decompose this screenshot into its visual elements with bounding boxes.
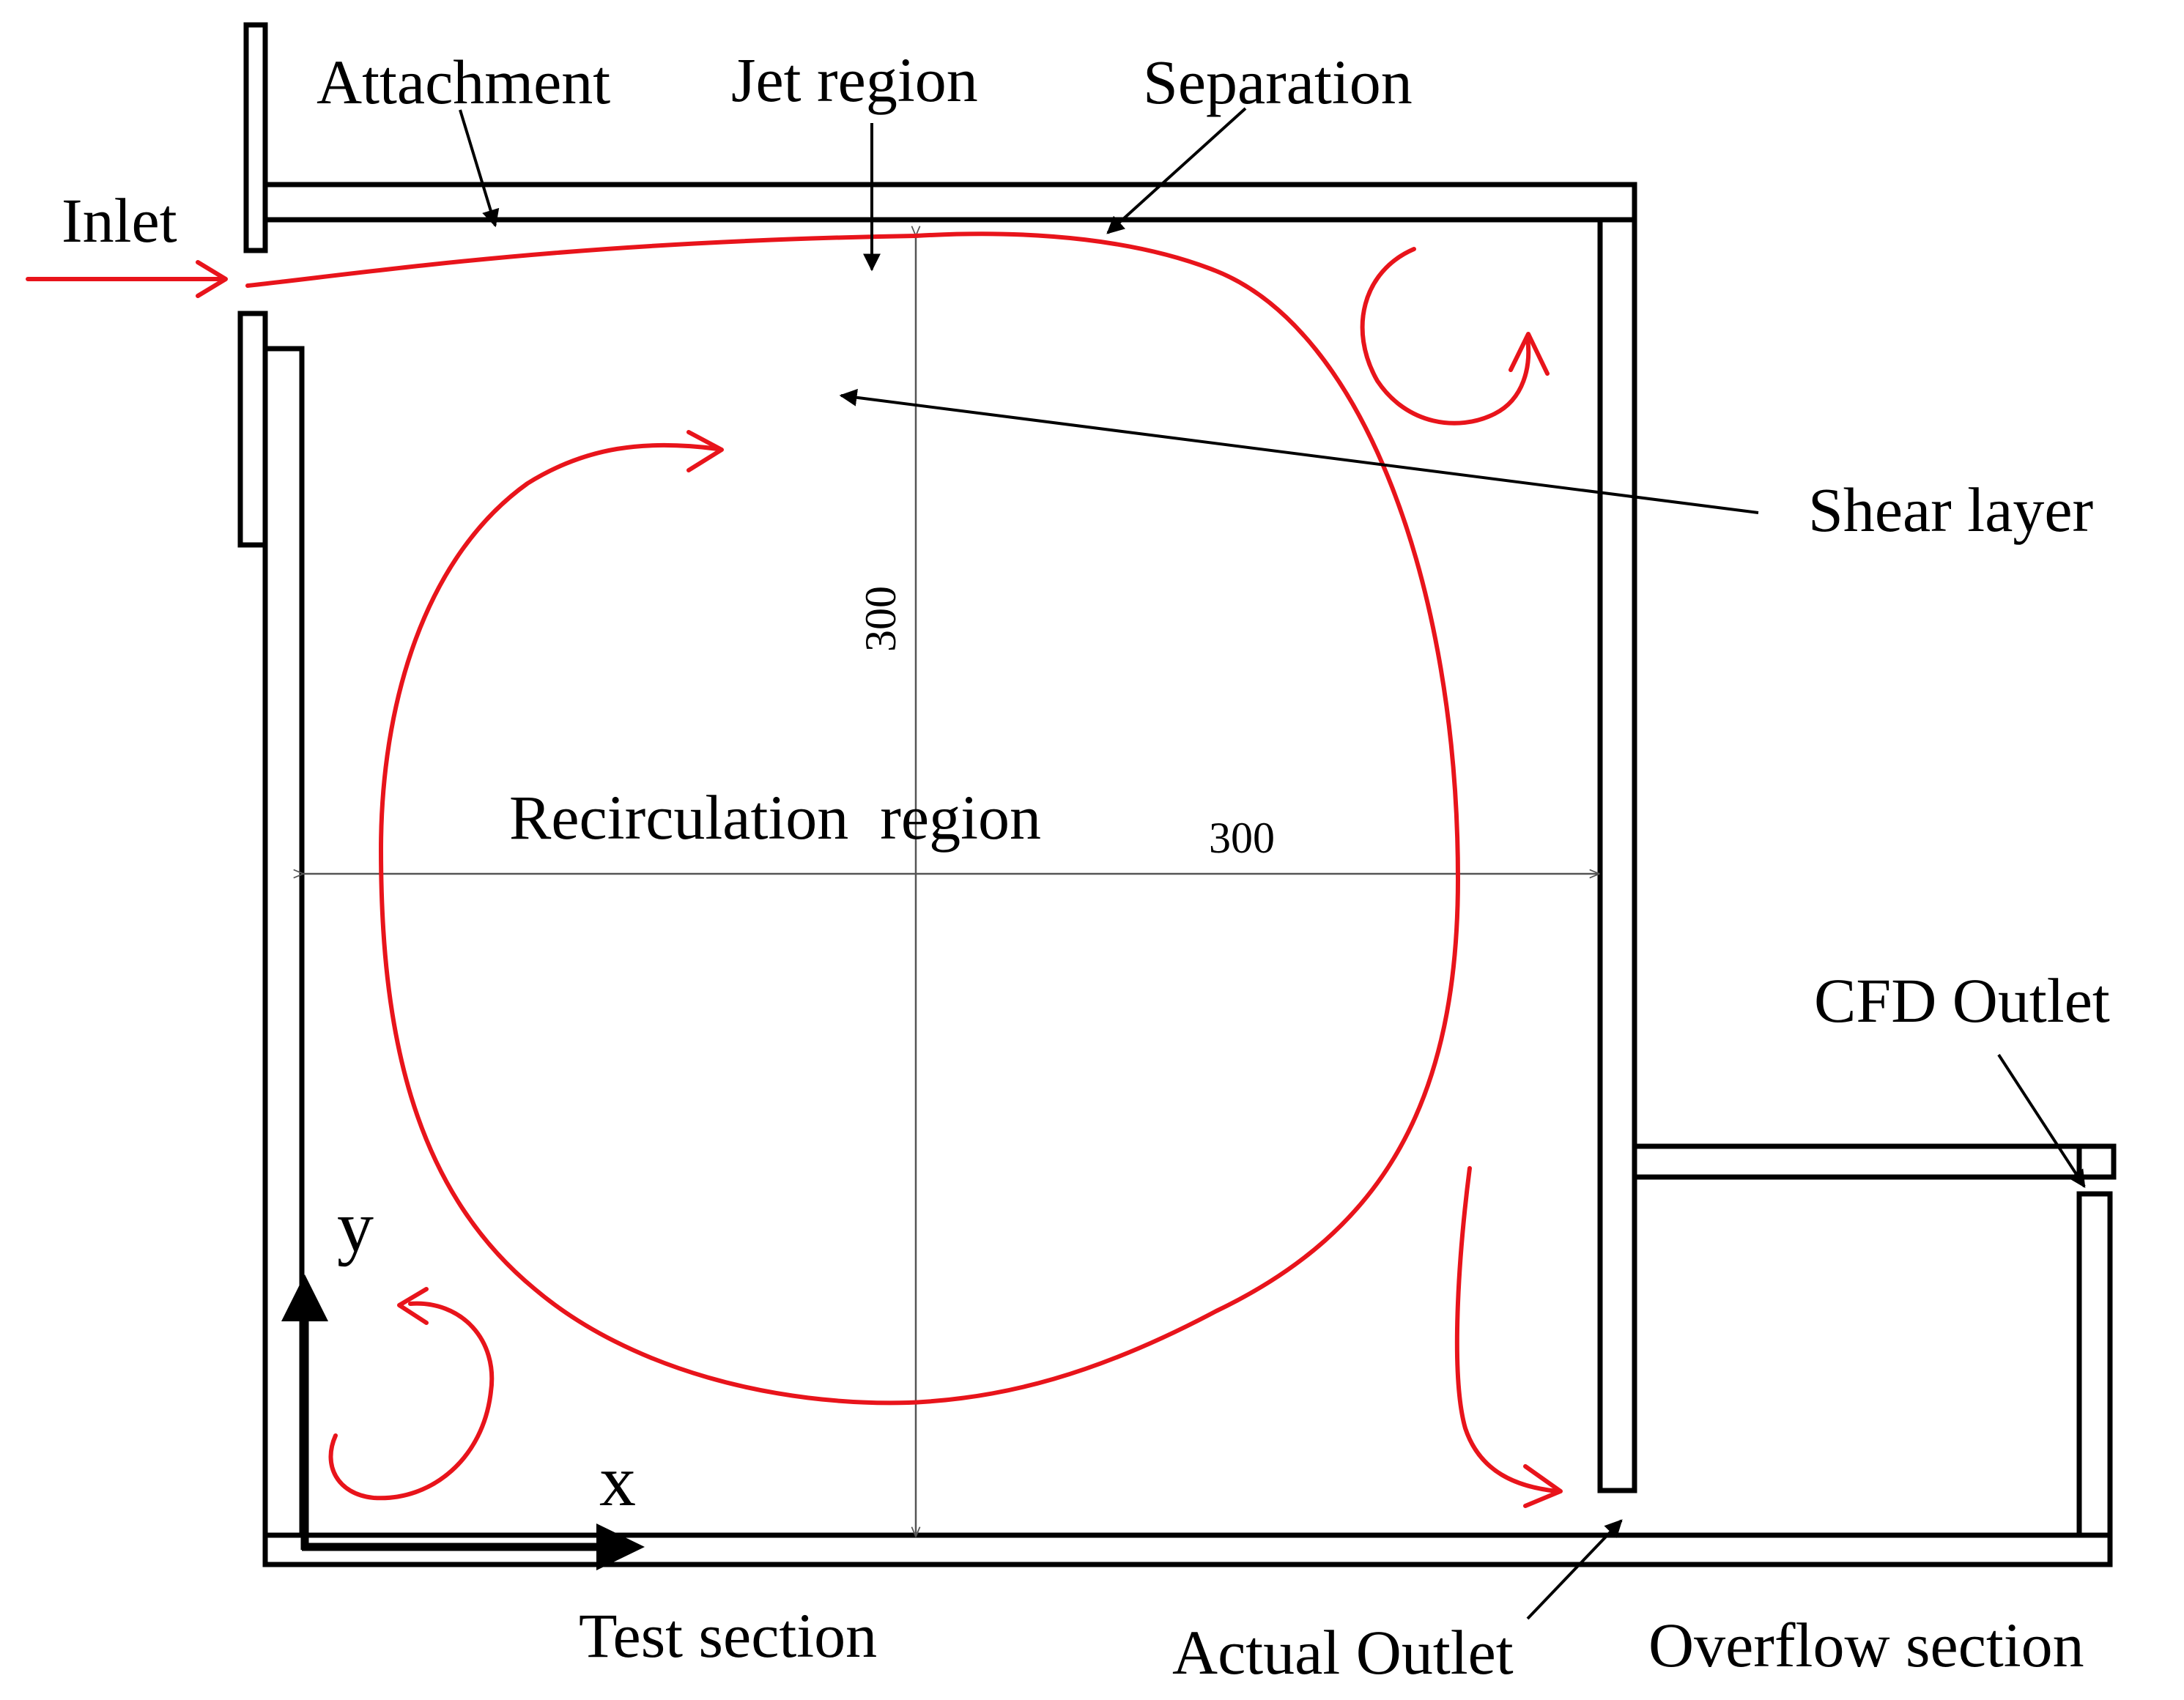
separation-leader bbox=[1106, 107, 1247, 234]
left-wall bbox=[262, 346, 305, 1567]
shear-layer-leader bbox=[839, 388, 1759, 514]
coordinate-axes bbox=[281, 1274, 645, 1570]
overflow-top-wall bbox=[1632, 1143, 2117, 1180]
upper-right-vortex bbox=[1360, 247, 1531, 426]
inlet-label: Inlet bbox=[62, 185, 177, 256]
right-wall-top-strip bbox=[1597, 217, 1637, 1493]
upper-right-vortex-arrowhead bbox=[1509, 332, 1550, 376]
vertical-dimension-value: 300 bbox=[856, 586, 905, 652]
overflow-section-label: Overflow section bbox=[1648, 1610, 2084, 1680]
overflow-right-wall bbox=[2076, 1191, 2113, 1538]
jet-and-main-vortex-line bbox=[245, 231, 1460, 1406]
top-wall bbox=[262, 182, 1637, 223]
cfd-outlet-leader bbox=[1997, 1053, 2086, 1189]
cfd-outlet-gap-block bbox=[2076, 1143, 2117, 1180]
horizontal-dimension-value: 300 bbox=[1209, 814, 1275, 862]
x-axis-label: x bbox=[599, 1440, 636, 1521]
y-axis-arrowhead bbox=[281, 1274, 328, 1321]
lower-left-vortex-arrowhead bbox=[397, 1287, 429, 1325]
attachment-leader bbox=[459, 109, 500, 228]
outlet-flow-arrowhead bbox=[1523, 1464, 1563, 1508]
cfd-outlet-label: CFD Outlet bbox=[1814, 965, 2110, 1036]
inlet-arrow bbox=[26, 260, 228, 298]
dimension-lines bbox=[303, 236, 1599, 1537]
recirculation-region-label: Recirculation region bbox=[509, 782, 1041, 853]
shear-layer-label: Shear layer bbox=[1808, 475, 2093, 545]
inlet-upper-plate bbox=[243, 22, 268, 253]
test-section-label: Test section bbox=[579, 1600, 877, 1671]
attachment-label: Attachment bbox=[317, 47, 610, 117]
separation-label: Separation bbox=[1143, 47, 1413, 117]
x-axis-arrowhead bbox=[596, 1523, 645, 1570]
jet-region-label: Jet region bbox=[731, 45, 978, 115]
leader-arrows bbox=[459, 107, 2086, 1620]
main-vortex-arrowhead bbox=[686, 430, 724, 472]
outlet-flow-line bbox=[1454, 1166, 1559, 1493]
lower-left-vortex bbox=[328, 1301, 495, 1501]
actual-outlet-leader bbox=[1526, 1519, 1623, 1620]
floor bbox=[262, 1532, 2113, 1567]
flow-lines bbox=[26, 231, 1563, 1508]
text-labels: Attachment Jet region Separation Inlet S… bbox=[62, 45, 2110, 1688]
y-axis-label: y bbox=[337, 1186, 374, 1267]
actual-outlet-label: Actual Outlet bbox=[1172, 1617, 1514, 1688]
inlet-lower-plate bbox=[237, 311, 268, 548]
